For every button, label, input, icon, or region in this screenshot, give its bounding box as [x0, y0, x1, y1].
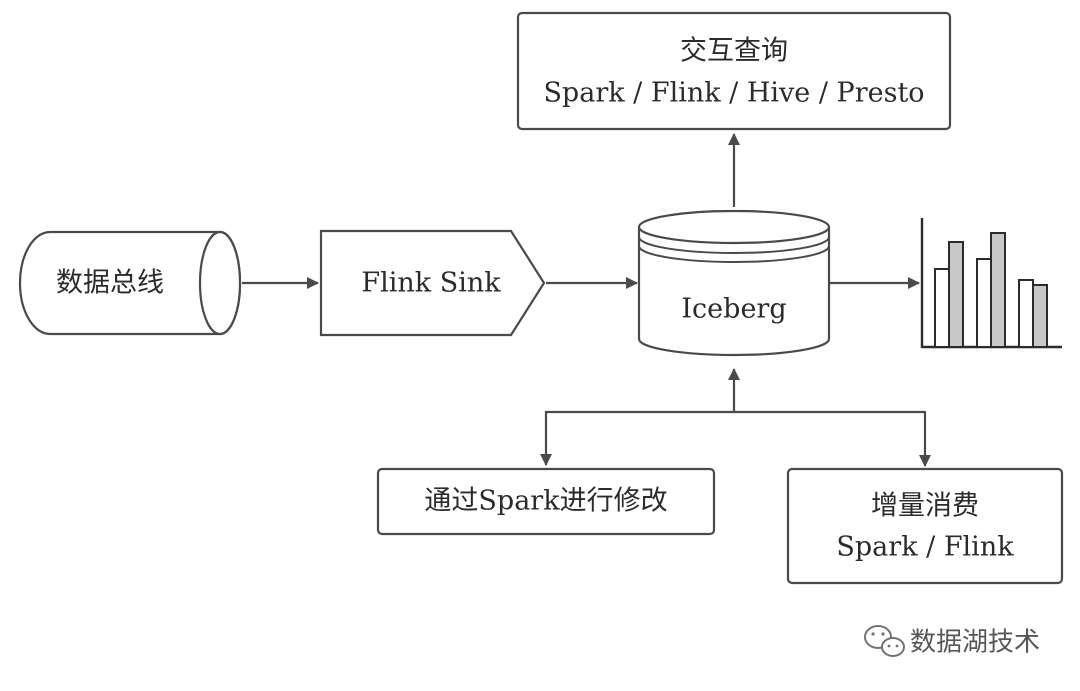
lower-connector [540, 368, 931, 467]
incremental-consume-node: 增量消费 Spark / Flink [786, 467, 1064, 585]
wechat-icon [864, 625, 905, 657]
bar-chart-icon [920, 218, 1062, 349]
iceberg-node: Iceberg [637, 209, 831, 357]
watermark-text: 数据湖技术 [910, 628, 1040, 658]
interactive-query-engines: Spark / Flink / Hive / Presto [543, 78, 924, 109]
incremental-consume-title: 增量消费 [871, 491, 979, 522]
spark-modify-label: 通过Spark进行修改 [424, 486, 667, 517]
interactive-query-title: 交互查询 [680, 36, 788, 67]
spark-modify-node: 通过Spark进行修改 [376, 467, 716, 536]
incremental-consume-engines: Spark / Flink [836, 532, 1014, 563]
interactive-query-node: 交互查询 Spark / Flink / Hive / Presto [516, 11, 952, 131]
flink-sink-label: Flink Sink [361, 268, 501, 299]
watermark: 数据湖技术 [864, 625, 1040, 658]
flink-sink-node: Flink Sink [319, 229, 546, 337]
iceberg-label: Iceberg [681, 294, 786, 325]
data-bus-label: 数据总线 [56, 268, 164, 299]
data-bus-node: 数据总线 [18, 230, 242, 336]
